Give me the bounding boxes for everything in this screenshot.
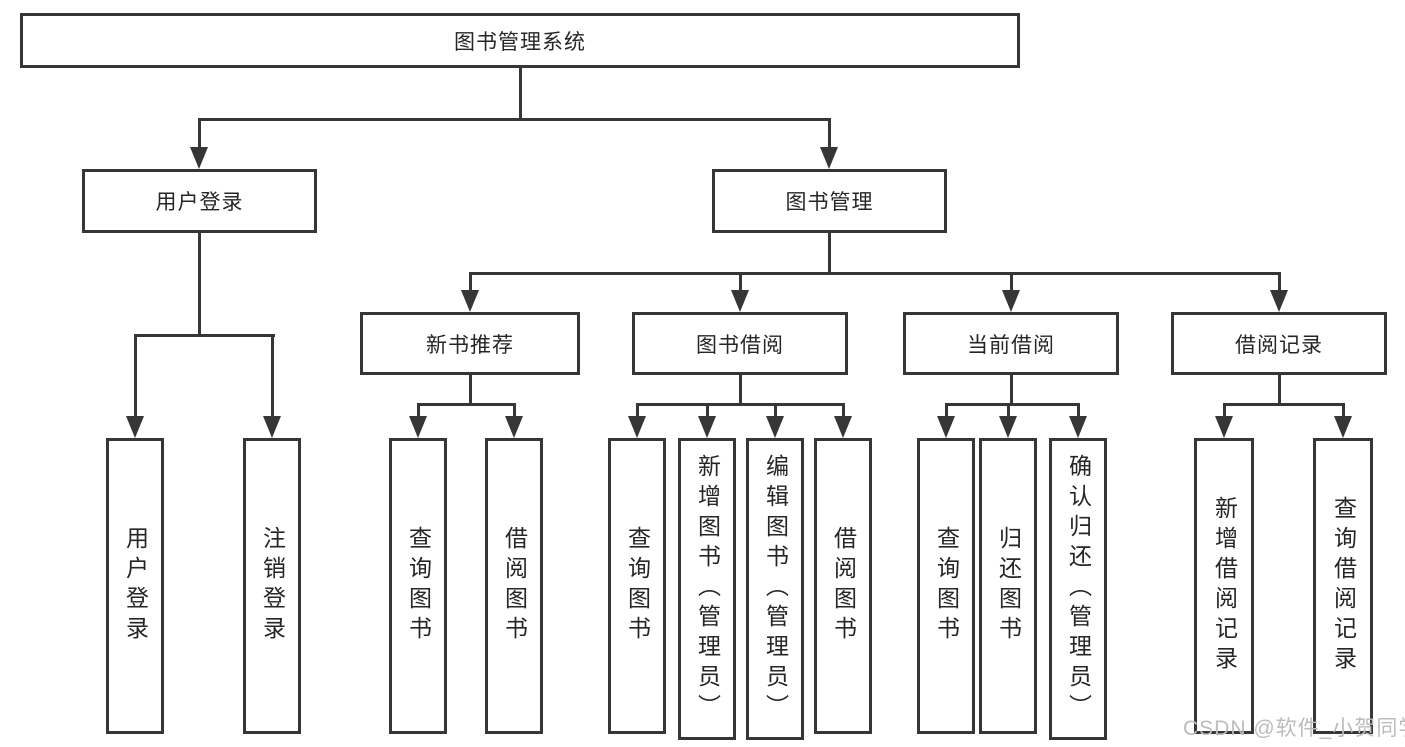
connector-leaf-stem <box>1006 403 1010 416</box>
arrow-down-icon <box>1002 290 1020 312</box>
leaf-borrow-books: 借阅图书 <box>814 438 872 734</box>
node-label: 图书管理 <box>785 191 874 214</box>
arrow-down-icon <box>698 416 716 438</box>
node-root-library-system: 图书管理系统 <box>20 13 1020 68</box>
arrow-down-icon <box>263 416 281 438</box>
arrow-down-icon <box>505 416 523 438</box>
leaf-label: 归还图书 <box>995 526 1022 646</box>
node-user-login: 用户登录 <box>82 169 317 233</box>
leaf-add-books-admin: 新增图书（管理员） <box>678 438 736 740</box>
arrow-down-icon <box>126 416 144 438</box>
arrow-down-icon <box>1215 416 1233 438</box>
node-label: 图书借阅 <box>696 333 784 357</box>
arrow-down-icon <box>999 416 1017 438</box>
arrow-down-icon <box>190 147 208 169</box>
connector-root-stem <box>518 68 522 118</box>
leaf-label: 用户登录 <box>122 526 149 646</box>
connector-recommend-split <box>416 403 516 406</box>
node-borrow-record: 借阅记录 <box>1171 312 1387 375</box>
leaf-label: 查询图书 <box>405 526 432 646</box>
arrow-down-icon <box>820 147 838 169</box>
connector-root-split <box>197 118 831 121</box>
node-label: 用户登录 <box>155 191 244 214</box>
connector-to-new-book <box>468 272 472 290</box>
leaf-label: 编辑图书（管理员） <box>762 454 789 724</box>
leaf-label: 确认归还（管理员） <box>1065 454 1092 724</box>
connector-leaf-stem <box>1222 403 1226 416</box>
leaf-query-books-current: 查询图书 <box>917 438 975 734</box>
connector-to-book-borrow <box>738 272 742 290</box>
connector-leaf-stem <box>841 403 845 416</box>
leaf-label: 新增图书（管理员） <box>694 454 721 724</box>
node-current-borrow: 当前借阅 <box>903 312 1119 375</box>
connector-current-split <box>944 403 1080 406</box>
connector-record-stem <box>1277 375 1281 403</box>
connector-user-login-split <box>133 334 275 337</box>
connector-current-stem <box>1009 375 1013 403</box>
arrow-down-icon <box>731 290 749 312</box>
node-book-management: 图书管理 <box>712 169 947 233</box>
arrow-down-icon <box>461 290 479 312</box>
connector-leaf-stem <box>416 403 420 416</box>
leaf-edit-books-admin: 编辑图书（管理员） <box>746 438 804 740</box>
connector-book-mgmt-split <box>468 272 1281 275</box>
node-label: 借阅记录 <box>1235 333 1323 357</box>
node-book-borrow: 图书借阅 <box>632 312 848 375</box>
leaf-user-login: 用户登录 <box>106 438 164 734</box>
connector-leaf-stem <box>944 403 948 416</box>
arrow-down-icon <box>937 416 955 438</box>
leaf-label: 查询借阅记录 <box>1330 496 1357 676</box>
connector-to-user-login <box>197 118 201 147</box>
connector-book-mgmt-stem <box>827 233 831 272</box>
leaf-query-books-borrow: 查询图书 <box>608 438 666 734</box>
leaf-label: 查询图书 <box>933 526 960 646</box>
arrow-down-icon <box>834 416 852 438</box>
leaf-add-borrow-record: 新增借阅记录 <box>1194 438 1254 734</box>
leaf-return-books: 归还图书 <box>979 438 1037 734</box>
connector-to-leaf-logout <box>270 334 274 416</box>
arrow-down-icon <box>1334 416 1352 438</box>
leaf-confirm-return-admin: 确认归还（管理员） <box>1049 438 1107 740</box>
connector-leaf-stem <box>1076 403 1080 416</box>
arrow-down-icon <box>409 416 427 438</box>
node-label: 新书推荐 <box>426 333 514 357</box>
connector-user-login-stem <box>197 233 201 334</box>
arrow-down-icon <box>628 416 646 438</box>
connector-record-split <box>1222 403 1345 406</box>
connector-borrow-split <box>635 403 845 406</box>
connector-to-leaf-login <box>133 334 137 416</box>
arrow-down-icon <box>766 416 784 438</box>
node-label: 图书管理系统 <box>454 30 586 54</box>
connector-leaf-stem <box>512 403 516 416</box>
connector-leaf-stem <box>635 403 639 416</box>
leaf-logout: 注销登录 <box>243 438 301 734</box>
connector-recommend-stem <box>468 375 472 403</box>
connector-borrow-stem <box>738 375 742 403</box>
arrow-down-icon <box>1270 290 1288 312</box>
connector-to-book-management <box>827 118 831 147</box>
leaf-label: 注销登录 <box>259 526 286 646</box>
connector-leaf-stem <box>1341 403 1345 416</box>
leaf-borrow-books-recommend: 借阅图书 <box>485 438 543 734</box>
leaf-query-books-recommend: 查询图书 <box>389 438 447 734</box>
leaf-label: 借阅图书 <box>830 526 857 646</box>
node-label: 当前借阅 <box>967 333 1055 357</box>
connector-to-current-borrow <box>1009 272 1013 290</box>
connector-to-borrow-record <box>1277 272 1281 290</box>
node-new-book-recommend: 新书推荐 <box>360 312 580 375</box>
leaf-query-borrow-record: 查询借阅记录 <box>1313 438 1373 734</box>
connector-leaf-stem <box>773 403 777 416</box>
connector-leaf-stem <box>705 403 709 416</box>
leaf-label: 查询图书 <box>624 526 651 646</box>
leaf-label: 借阅图书 <box>501 526 528 646</box>
arrow-down-icon <box>1069 416 1087 438</box>
leaf-label: 新增借阅记录 <box>1211 496 1238 676</box>
